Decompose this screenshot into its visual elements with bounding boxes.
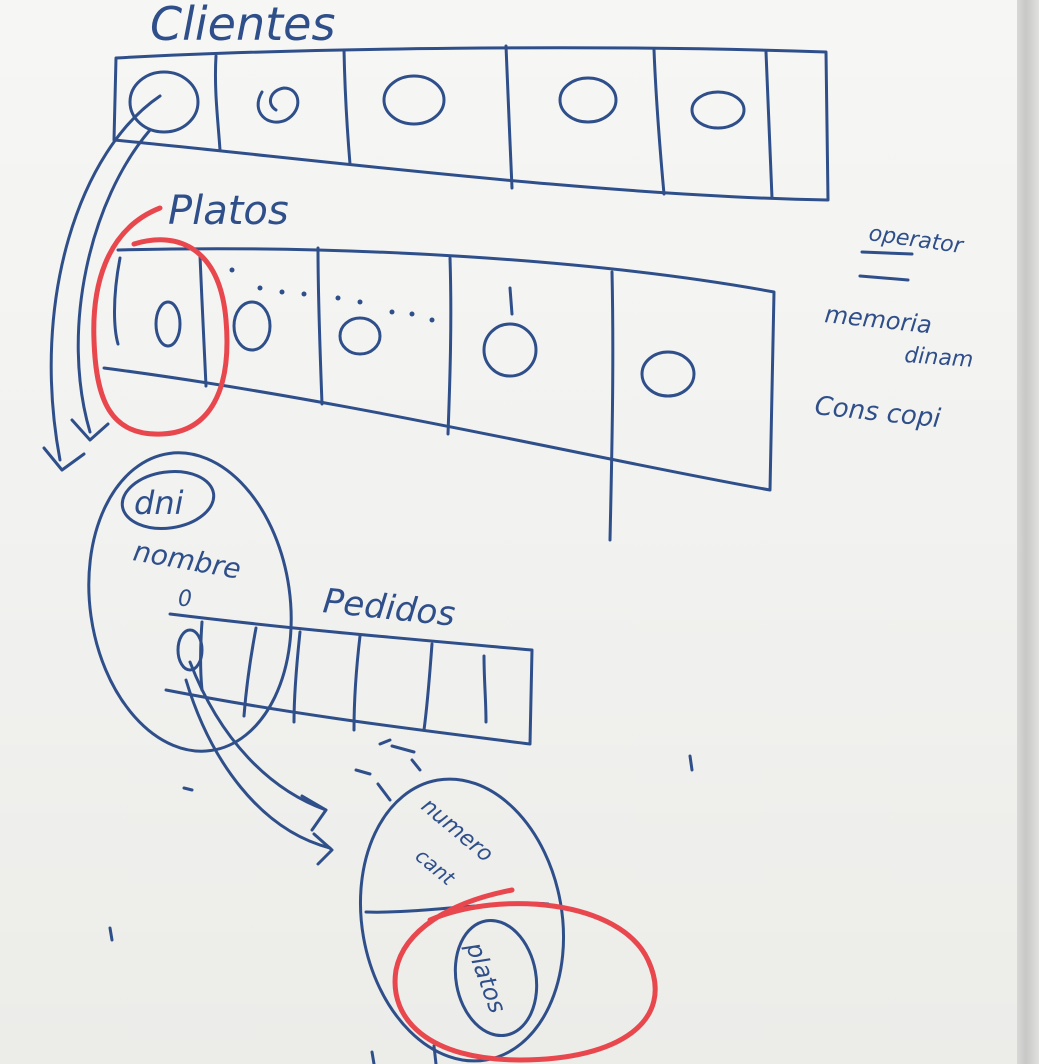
pedidos-label: Pedidos	[321, 581, 457, 635]
plato-cell-5	[640, 350, 696, 398]
cliente-record	[87, 451, 293, 753]
cliente-cell-5	[690, 90, 746, 130]
clientes-label: Clientes	[150, 0, 335, 51]
cliente-cell-3	[382, 74, 446, 126]
whiteboard-frame-edge	[1017, 0, 1039, 1064]
pedido-record	[108, 738, 694, 1064]
platos-label: Platos	[168, 188, 289, 234]
plato-cell-4	[482, 322, 538, 378]
platos-array	[102, 246, 776, 542]
plato-cell-2	[232, 300, 272, 352]
note-dinam: dinam	[904, 343, 975, 373]
cant-label: cant	[411, 843, 461, 890]
note-cons-copi: Cons copi	[813, 391, 942, 434]
nombre-label: nombre	[131, 534, 244, 585]
red-highlight-platos-cell	[91, 205, 230, 437]
clientes-cells	[128, 70, 746, 134]
platos-cells	[154, 286, 696, 398]
cliente-cell-4	[558, 76, 618, 124]
platos-small-circle	[453, 918, 539, 1038]
pedido-cell-1	[176, 628, 204, 672]
arrow-pedido-to-record	[184, 660, 334, 866]
cliente-cell-1	[128, 70, 200, 134]
red-highlight-platos-field	[392, 887, 658, 1063]
zero-label: 0	[178, 587, 192, 612]
platos-small-label: platos	[460, 938, 512, 1017]
plato-cell-3	[338, 316, 382, 356]
note-operator-underline	[858, 250, 914, 282]
dni-circle	[120, 470, 216, 530]
clientes-array	[112, 44, 830, 202]
arrow-cliente-to-record	[42, 94, 162, 472]
note-memoria: memoria	[823, 300, 933, 339]
dni-label: dni	[134, 484, 184, 522]
plato-cell-1	[154, 300, 182, 348]
platos-dots	[229, 267, 435, 323]
cliente-cell-2	[256, 86, 300, 124]
pedidos-array	[164, 612, 534, 746]
